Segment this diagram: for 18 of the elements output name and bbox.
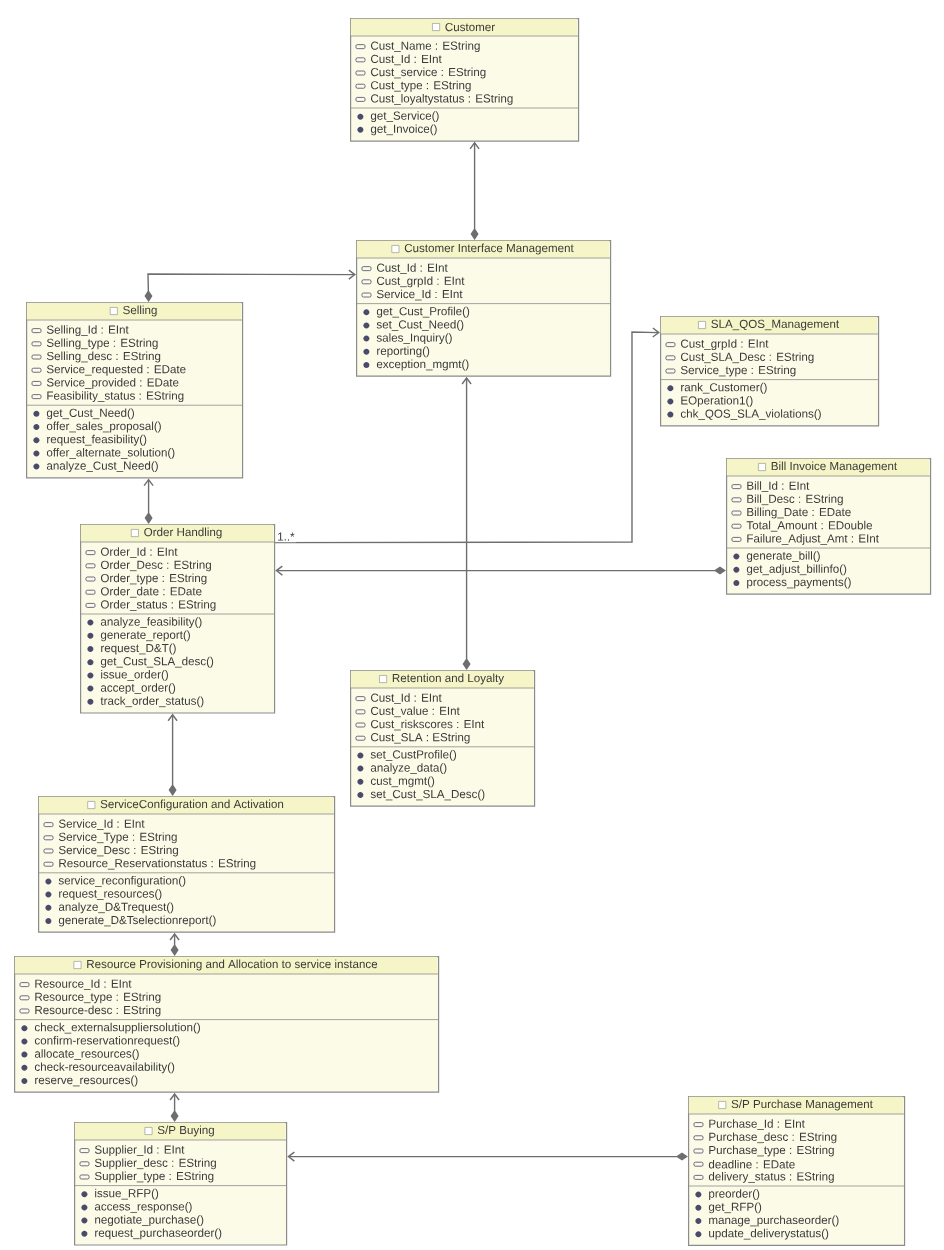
composition-arrow <box>167 713 178 796</box>
class-box <box>659 316 880 427</box>
composition-arrow <box>275 565 726 576</box>
association-arrow <box>274 327 660 544</box>
composition-arrow <box>461 376 472 670</box>
class-box <box>13 956 440 1093</box>
composition-arrow <box>287 1151 688 1162</box>
class-box <box>355 240 612 377</box>
composition-arrow <box>169 932 180 956</box>
class-box <box>79 524 276 714</box>
class-box <box>73 1122 288 1246</box>
class-box <box>25 302 244 479</box>
class-box <box>349 18 580 142</box>
class-box <box>37 796 336 933</box>
composition-arrow <box>169 1092 180 1122</box>
class-box <box>725 458 932 595</box>
class-box <box>687 1096 906 1246</box>
class-box <box>349 670 536 807</box>
